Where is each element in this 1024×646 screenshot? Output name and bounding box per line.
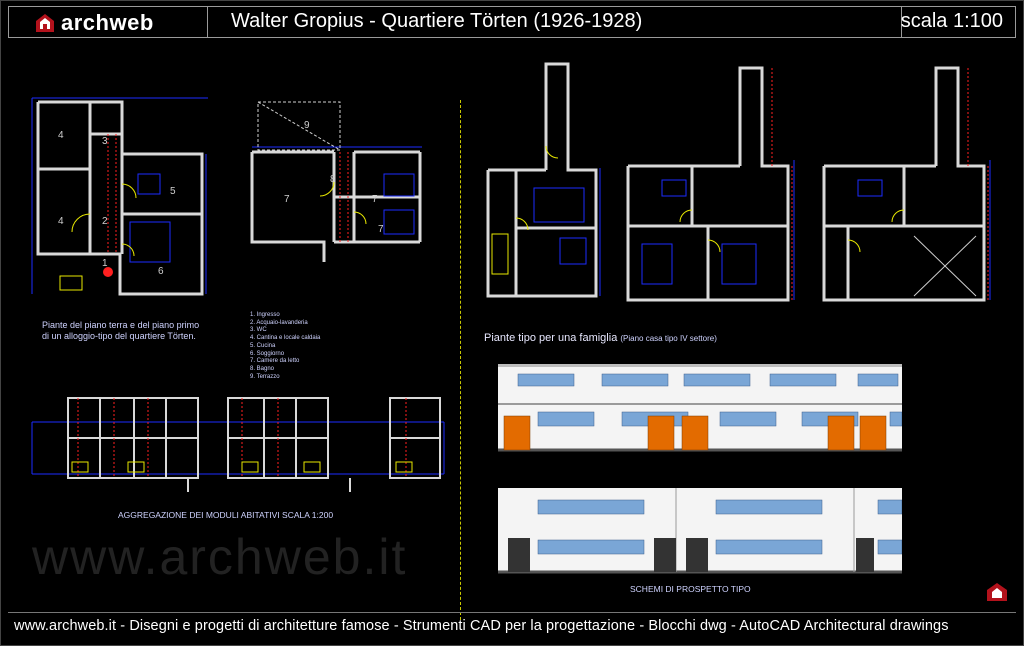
aggregation-label: AGGREGAZIONE DEI MODULI ABITATIVI SCALA …	[118, 510, 334, 520]
footer-text[interactable]: www.archweb.it - Disegni e progetti di a…	[14, 618, 949, 634]
typical-plan-3	[822, 66, 991, 302]
elevation-front	[498, 364, 902, 452]
house-logo-icon	[36, 14, 54, 32]
legend-item: 6. Soggiorno	[250, 350, 285, 357]
watermark: www.archweb.it	[32, 529, 408, 585]
room-number: 8	[330, 174, 336, 185]
room-number: 7	[372, 194, 378, 205]
scale-label: scala 1:100	[900, 10, 1003, 32]
typical-plan-2	[626, 66, 795, 302]
typical-plan-1	[486, 62, 601, 298]
room-number: 9	[304, 120, 310, 131]
elevation-rear	[498, 488, 902, 574]
room-number: 2	[102, 216, 108, 227]
room-number: 1	[102, 258, 108, 269]
legend-item: 3. WC	[250, 327, 267, 334]
archweb-logo[interactable]: archweb	[35, 10, 154, 35]
plan-caption: Piante del piano terra e del piano primo…	[42, 320, 200, 341]
room-number: 3	[102, 136, 108, 147]
room-number: 6	[158, 266, 164, 277]
first-floor-plan: 9 8 7 7 7	[250, 101, 422, 262]
footer-bar: www.archweb.it - Disegni e progetti di a…	[8, 612, 1016, 641]
room-number: 7	[378, 224, 384, 235]
room-number: 7	[284, 194, 290, 205]
room-legend: 1. Ingresso 2. Acquaio-lavanderia 3. WC …	[250, 312, 320, 381]
header-divider	[901, 7, 902, 37]
legend-item: 1. Ingresso	[250, 312, 280, 318]
legend-item: 2. Acquaio-lavanderia	[250, 319, 308, 326]
title-bar: archweb Walter Gropius - Quartiere Törte…	[8, 6, 1016, 38]
cad-drawing-area: 4 3 4 2 5 1 6	[8, 40, 1016, 620]
header-divider	[207, 7, 208, 37]
legend-item: 8. Bagno	[250, 365, 275, 372]
typical-plans-label: Piante tipo per una famiglia (Piano casa…	[484, 332, 717, 344]
archweb-badge-icon	[987, 583, 1007, 601]
legend-item: 9. Terrazzo	[250, 373, 280, 380]
aggregation-plan	[31, 397, 445, 492]
elevations-label: SCHEMI DI PROSPETTO TIPO	[630, 584, 751, 594]
page-title: Walter Gropius - Quartiere Törten (1926-…	[231, 10, 643, 32]
legend-item: 5. Cucina	[250, 342, 276, 349]
legend-item: 7. Camere da letto	[250, 358, 300, 365]
vertical-section-divider	[460, 100, 461, 620]
room-number: 5	[170, 186, 176, 197]
ground-floor-plan: 4 3 4 2 5 1 6	[31, 97, 208, 296]
room-number: 4	[58, 216, 64, 227]
logo-wordmark: archweb	[61, 10, 154, 35]
legend-item: 4. Cantina e locale caldaia	[250, 335, 321, 342]
room-number: 4	[58, 130, 64, 141]
